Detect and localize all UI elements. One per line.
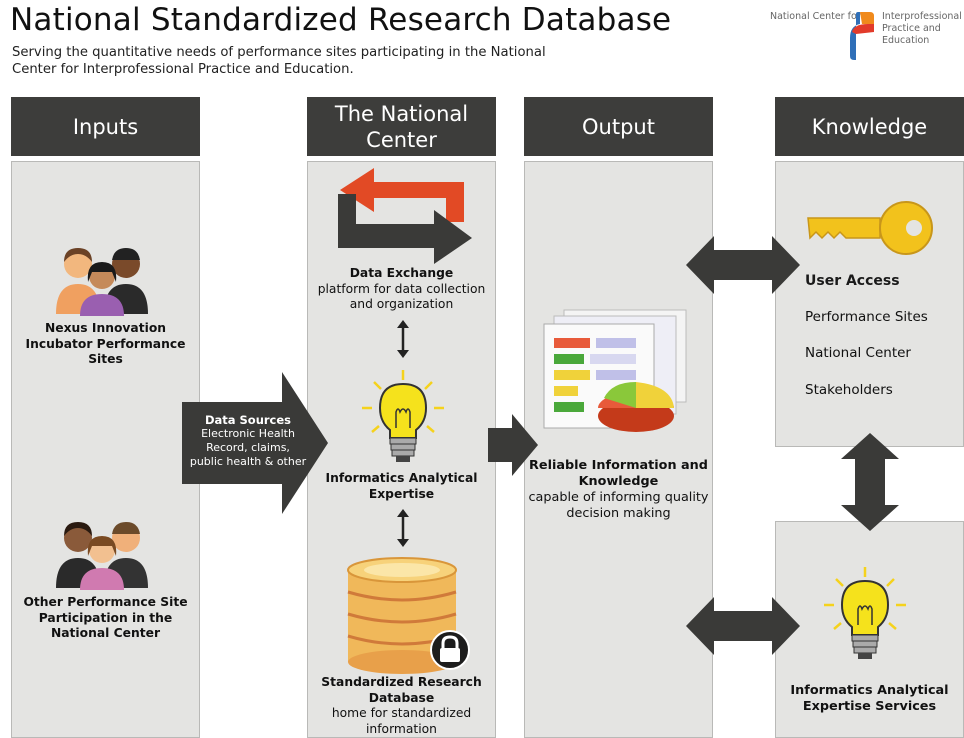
page-title: National Standardized Research Database [10,2,672,38]
data-sources-label: Data Sources Electronic Health Record, c… [188,413,308,469]
database-text: home for standardized information [331,706,472,736]
data-exchange-title: Data Exchange [349,266,454,280]
center-expertise-label: Informatics Analytical Expertise [325,471,478,501]
header-national-center: The National Center [307,97,496,156]
user-access-title: User Access [805,273,900,289]
input-site-2-label: Other Performance Site Participation in … [23,595,188,640]
data-exchange-label: Data Exchange platform for data collecti… [311,266,492,313]
people-group-icon [56,522,148,590]
database-label: Standardized Research Database home for … [311,675,492,737]
data-exchange-text: platform for data collection and organiz… [317,281,486,312]
data-exchange-arrows-icon [338,168,472,264]
output-text: capable of informing quality decision ma… [528,490,709,521]
double-arrow-icon [397,509,409,547]
database-icon [347,557,457,674]
output-services-double-arrow [686,597,800,655]
output-label: Reliable Information and Knowledge capab… [528,458,709,522]
key-icon [807,201,933,255]
database-title: Standardized Research Database [321,675,482,705]
page-subtitle: Serving the quantitative needs of perfor… [12,45,546,77]
knowledge-vertical-double-arrow [841,433,899,531]
output-panel [524,161,713,738]
header-inputs: Inputs [11,97,200,156]
report-chart-icon [543,309,687,432]
double-arrow-icon [397,320,409,358]
knowledge-item-national-center: National Center [805,345,911,361]
knowledge-item-performance-sites: Performance Sites [805,309,928,325]
logo-text-right: Interprofessional Practice and Education [882,11,962,46]
lightbulb-icon [824,567,906,659]
data-sources-arrow [182,372,328,514]
output-title: Reliable Information and Knowledge [529,458,708,489]
nc-logo-icon [850,12,874,60]
logo-text-left: National Center for [770,11,861,22]
knowledge-services-label: Informatics Analytical Expertise Service… [790,683,949,714]
knowledge-item-stakeholders: Stakeholders [805,382,893,398]
data-sources-title: Data Sources [204,413,292,427]
data-sources-text: Electronic Health Record, claims, public… [189,427,307,468]
center-to-output-arrow [488,414,538,476]
people-group-icon [56,248,148,316]
output-access-double-arrow [686,236,800,294]
lock-icon [430,630,470,670]
header-output: Output [524,97,713,156]
inputs-panel [11,161,200,738]
input-site-1-label: Nexus Innovation Incubator Performance S… [25,321,186,366]
lightbulb-icon [362,370,444,462]
header-knowledge: Knowledge [775,97,964,156]
